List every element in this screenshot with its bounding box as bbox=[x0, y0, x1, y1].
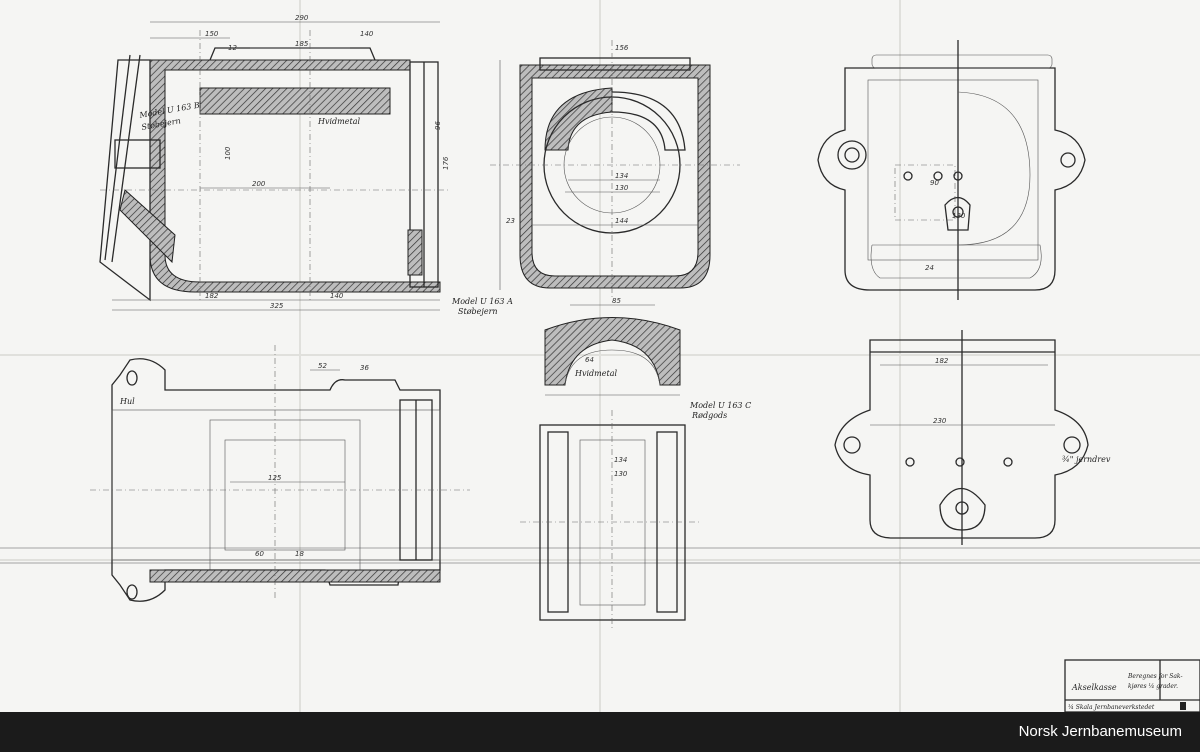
dim-290: 290 bbox=[295, 14, 309, 22]
dim-182-r: 182 bbox=[935, 357, 949, 365]
end-view-top-right: 90 130 24 bbox=[817, 40, 1086, 300]
dim-18: 18 bbox=[295, 550, 304, 558]
dim-150: 150 bbox=[205, 30, 219, 38]
dim-140b: 140 bbox=[330, 292, 344, 300]
title-block-name: Akselkasse bbox=[1071, 683, 1117, 692]
dim-96: 96 bbox=[434, 121, 442, 130]
dim-125: 125 bbox=[268, 474, 282, 482]
dim-230: 230 bbox=[933, 417, 947, 425]
dim-100: 100 bbox=[224, 146, 232, 160]
note-hvidmetal-2: Hvidmetal bbox=[574, 369, 617, 378]
dim-24: 24 bbox=[925, 264, 934, 272]
dim-176: 176 bbox=[442, 156, 450, 170]
note-nitning: ¾" jerndrev bbox=[1062, 455, 1111, 464]
note-model-u163a: Model U 163 A bbox=[451, 297, 513, 306]
dim-185: 185 bbox=[295, 40, 309, 48]
shell-side-view: 134 130 bbox=[520, 410, 700, 630]
dim-134: 134 bbox=[615, 172, 628, 180]
plan-view: 52 36 125 60 18 Hul bbox=[90, 345, 470, 602]
dim-60: 60 bbox=[255, 550, 264, 558]
cross-section-view: 156 134 130 144 23 bbox=[490, 40, 740, 300]
title-block-company: ¼ Skala Jernbaneverkstedet bbox=[1068, 704, 1155, 711]
dim-64: 64 bbox=[585, 356, 594, 364]
title-block-note: Beregnes for Sak- bbox=[1127, 673, 1182, 680]
dim-12: 12 bbox=[228, 44, 237, 52]
dim-144: 144 bbox=[615, 217, 628, 225]
note-hvidmetal: Hvidmetal bbox=[317, 117, 360, 126]
dim-325: 325 bbox=[270, 302, 284, 310]
note-hullet: Hul bbox=[119, 397, 135, 406]
bearing-shell-view: 85 64 Hvidmetal Model U 163 C Rødgods bbox=[544, 297, 751, 420]
dim-85: 85 bbox=[612, 297, 621, 305]
dim-134-b: 134 bbox=[614, 456, 627, 464]
dim-130-b: 130 bbox=[614, 470, 628, 478]
technical-drawing-sheet: 290 150 12 185 140 200 100 182 325 140 1… bbox=[0, 0, 1200, 712]
dim-130-r: 130 bbox=[952, 212, 966, 220]
end-view-bottom-right: 182 230 ¾" jerndrev bbox=[834, 330, 1111, 545]
museum-watermark: Norsk Jernbanemuseum bbox=[1018, 723, 1182, 740]
note-model-u163c: Model U 163 C bbox=[689, 401, 751, 410]
side-section-view: 290 150 12 185 140 200 100 182 325 140 1… bbox=[99, 14, 513, 316]
dim-90: 90 bbox=[930, 179, 939, 187]
axle-box-drawing: 290 150 12 185 140 200 100 182 325 140 1… bbox=[0, 0, 1200, 712]
dim-52: 52 bbox=[318, 362, 327, 370]
title-block-note-2: kjøres ¼ grader. bbox=[1128, 683, 1178, 690]
dim-182: 182 bbox=[205, 292, 219, 300]
dim-130: 130 bbox=[615, 184, 629, 192]
dim-156: 156 bbox=[615, 44, 629, 52]
dim-23: 23 bbox=[506, 217, 515, 225]
dim-200: 200 bbox=[252, 180, 266, 188]
note-stoebejern-2: Støbejern bbox=[458, 307, 498, 316]
title-block: Akselkasse Beregnes for Sak- kjøres ¼ gr… bbox=[1064, 659, 1200, 712]
dim-140: 140 bbox=[360, 30, 374, 38]
museum-footer-bar: Norsk Jernbanemuseum bbox=[0, 712, 1200, 752]
dim-36: 36 bbox=[360, 364, 369, 372]
note-roedgods: Rødgods bbox=[691, 411, 727, 420]
